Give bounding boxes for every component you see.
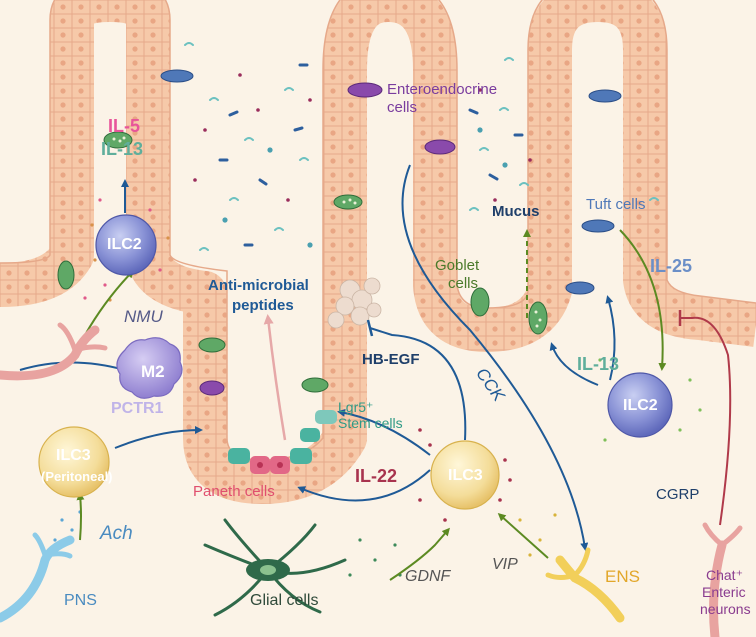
arrow-cck [401, 164, 589, 551]
label-ilc3-center: ILC3 [448, 467, 483, 484]
label-stem-cells: Stem cells [338, 415, 403, 431]
label-il5: IL-5 [108, 116, 141, 136]
label-mucus: Mucus [492, 203, 540, 220]
arrow-ilc2-tuft [605, 295, 616, 381]
label-tuft: Tuft cells [586, 196, 646, 213]
glial-cell-icon [203, 518, 347, 617]
label-vip: VIP [492, 556, 518, 573]
label-enteroendocrine-2: cells [387, 99, 418, 116]
peptide-cloud [327, 277, 382, 329]
ilc3-center [430, 440, 500, 510]
label-paneth: Paneth cells [193, 483, 275, 500]
arrow-il22-stem [337, 408, 431, 456]
label-gdnf: GDNF [405, 568, 451, 585]
label-lgr5: Lgr5⁺ [338, 399, 374, 415]
goblet-granules [112, 136, 542, 328]
label-anti-microbial-1: Anti-microbial [208, 277, 309, 294]
label-cgrp: CGRP [656, 486, 700, 503]
arrow-nmu-ilc2 [84, 269, 135, 336]
arrow-antimicrobial [263, 314, 287, 441]
microbe-icon [184, 42, 659, 251]
label-neurons: neurons [700, 601, 751, 617]
ilc3-left [38, 426, 110, 498]
arrow-gdnf [389, 527, 450, 581]
arrow-il13-right [549, 342, 599, 386]
enteroendocrine-cell [199, 82, 456, 396]
label-il25: IL-25 [650, 256, 693, 276]
arrow-il22-paneth [297, 469, 431, 502]
label-ilc3-left: ILC3 [56, 447, 91, 464]
arrow-vip [497, 512, 549, 559]
goblet-cell [57, 131, 548, 393]
label-nmu: NMU [124, 307, 163, 326]
tuft-cell [160, 69, 622, 295]
arrow-il25 [619, 229, 667, 371]
neuron-icon [0, 322, 743, 637]
label-ach: Ach [100, 523, 133, 544]
label-ilc2-left: ILC2 [107, 236, 142, 253]
label-il22: IL-22 [355, 466, 398, 486]
label-ilc3-left-sub: (Peritoneal) [41, 469, 113, 484]
arrow-ach-ilc3 [76, 492, 85, 541]
label-m2: M2 [141, 362, 165, 381]
ilc2-left [95, 214, 157, 276]
label-il13-left: IL-13 [101, 139, 144, 159]
label-il13-right: IL-13 [577, 354, 620, 374]
intestinal-epithelium [0, 0, 756, 504]
label-chat: Chat⁺ [706, 567, 743, 583]
m2-macrophage [116, 337, 183, 399]
label-goblet-2: cells [448, 275, 479, 292]
cytokine-dots [53, 198, 702, 577]
label-pctr1: PCTR1 [111, 400, 164, 417]
label-goblet-1: Goblet [435, 257, 480, 274]
inhibit-hb-egf [369, 327, 467, 441]
label-anti-microbial-2: peptides [232, 297, 294, 314]
label-glial: Glial cells [250, 592, 319, 609]
label-enteric: Enteric [702, 584, 746, 600]
label-ens: ENS [605, 567, 640, 586]
label-ilc2-right: ILC2 [623, 397, 658, 414]
arrow-ilc3-epithelium [114, 426, 203, 449]
crypt-base-cells [228, 410, 337, 474]
label-enteroendocrine-1: Enteroendocrine [387, 81, 498, 98]
ilc2-right [607, 372, 673, 438]
inhibit-cgrp [680, 316, 732, 526]
label-hb-egf: HB-EGF [362, 351, 420, 368]
label-pns: PNS [64, 592, 97, 609]
